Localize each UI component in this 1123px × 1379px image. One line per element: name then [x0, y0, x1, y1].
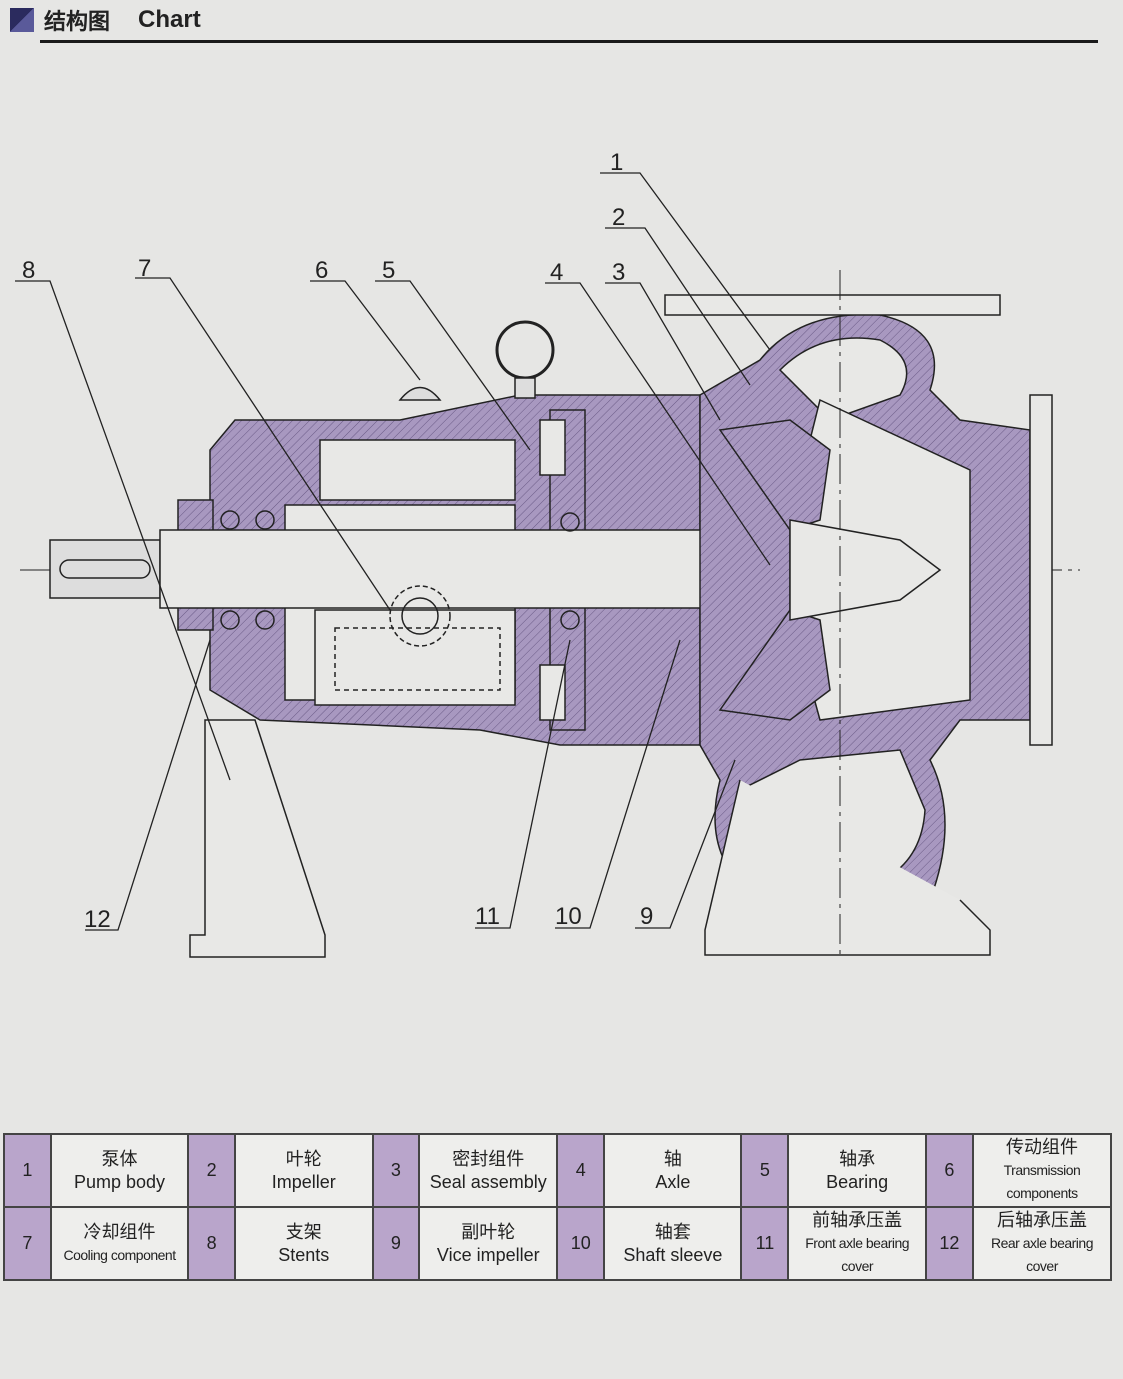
- part-name-cn: 冷却组件: [83, 1221, 156, 1243]
- part-name-en: Shaft sleeve: [623, 1244, 723, 1265]
- part-name-en: Seal assembly: [429, 1171, 547, 1192]
- part-name-cn: 轴: [663, 1148, 682, 1170]
- part-number: 6: [924, 1133, 975, 1208]
- part-number: 9: [371, 1206, 421, 1281]
- part-label: 传动组件 Transmission components: [972, 1133, 1112, 1208]
- part-number: 4: [556, 1133, 606, 1208]
- header-rule: [40, 40, 1098, 43]
- callout-5: 5: [382, 257, 395, 284]
- callout-1: 1: [610, 149, 623, 176]
- part-name-en: Cooling component: [63, 1246, 176, 1263]
- front-stand: [189, 719, 326, 958]
- bearings: [220, 510, 580, 630]
- part-name-en: Vice impeller: [436, 1244, 540, 1265]
- header-square-icon: [10, 8, 34, 32]
- part-name-en: Stents: [278, 1244, 330, 1265]
- callout-labels: 1 2 3 4 5 6 7 8 9 10 11 12: [22, 149, 653, 933]
- part-name-cn: 前轴承压盖: [812, 1210, 903, 1231]
- leader-lines: [15, 172, 771, 931]
- pump-structure-diagram: 1 2 3 4 5 6 7 8 9 10 11 12: [15, 149, 1080, 960]
- callout-11: 11: [475, 903, 500, 930]
- callout-10: 10: [555, 903, 582, 930]
- part-name-cn: 密封组件: [452, 1148, 525, 1170]
- part-number: 12: [924, 1206, 975, 1281]
- rear-stand: [704, 779, 991, 956]
- part-name-en: Front axle bearing cover: [805, 1235, 910, 1274]
- part-number: 1: [3, 1133, 52, 1208]
- part-name-en: Rear axle bearing cover: [990, 1235, 1094, 1274]
- part-name-cn: 轴承: [839, 1148, 876, 1170]
- part-name-cn: 副叶轮: [461, 1221, 516, 1243]
- title-cn: 结构图: [44, 10, 111, 35]
- title-en: Chart: [138, 6, 201, 33]
- part-name-cn: 后轴承压盖: [997, 1210, 1087, 1231]
- part-name-en: Pump body: [74, 1171, 166, 1192]
- part-name-en: Axle: [655, 1171, 691, 1192]
- part-number: 10: [556, 1206, 606, 1281]
- impeller: [718, 419, 831, 531]
- part-name-cn: 泵体: [101, 1148, 138, 1170]
- callout-9: 9: [640, 903, 653, 930]
- callout-12: 12: [84, 906, 111, 933]
- part-name-cn: 轴套: [654, 1221, 691, 1243]
- part-name-cn: 支架: [285, 1221, 322, 1243]
- part-number: 2: [187, 1133, 237, 1208]
- part-label: 冷却组件 Cooling component: [49, 1206, 190, 1281]
- callout-3: 3: [612, 259, 625, 286]
- callout-8: 8: [22, 257, 35, 284]
- part-number: 5: [740, 1133, 790, 1208]
- part-number: 11: [740, 1206, 790, 1281]
- part-label: 后轴承压盖 Rear axle bearing cover: [972, 1206, 1112, 1281]
- part-name-cn: 叶轮: [285, 1148, 322, 1170]
- part-number: 8: [187, 1206, 237, 1281]
- part-number: 3: [371, 1133, 421, 1208]
- part-name-en: Bearing: [826, 1171, 889, 1192]
- callout-4: 4: [550, 259, 563, 286]
- part-label: 前轴承压盖 Front axle bearing cover: [787, 1206, 927, 1281]
- part-name-en: Transmission components: [1003, 1162, 1081, 1201]
- callout-7: 7: [138, 255, 151, 282]
- part-name-cn: 传动组件: [1006, 1137, 1078, 1158]
- callout-6: 6: [315, 257, 328, 284]
- part-number: 7: [3, 1206, 52, 1281]
- part-name-en: Impeller: [271, 1171, 336, 1192]
- callout-2: 2: [612, 204, 625, 231]
- section-header: 结构图 Chart: [10, 4, 201, 36]
